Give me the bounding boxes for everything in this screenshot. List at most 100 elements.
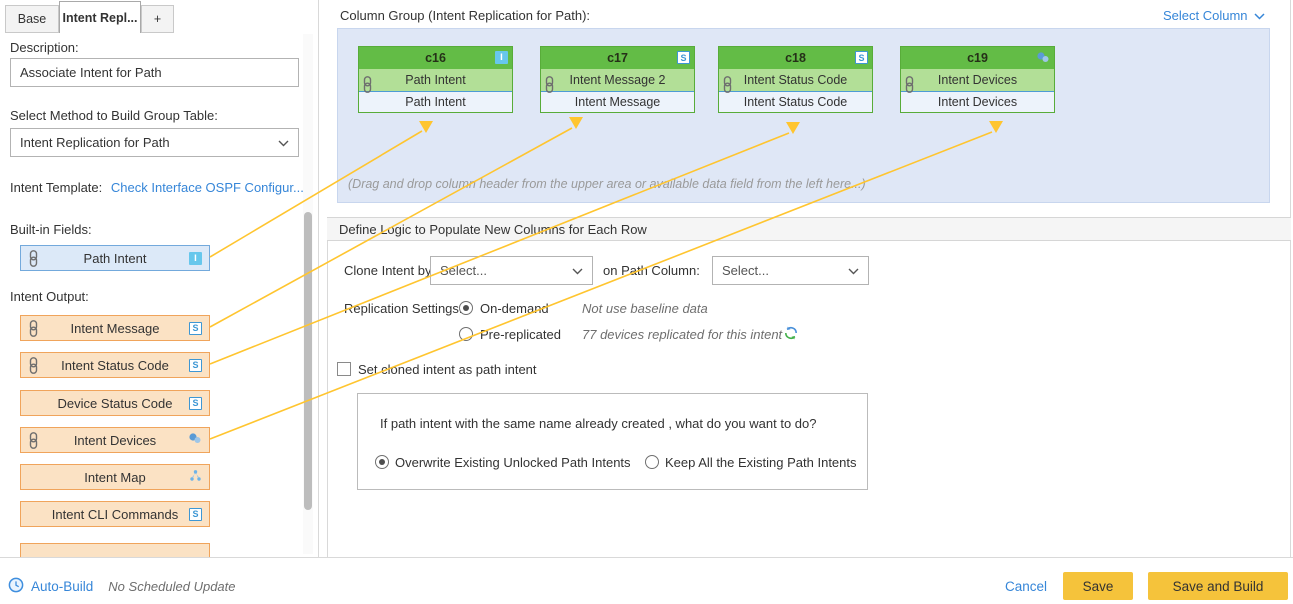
column-display-name: Intent Devices (901, 69, 1054, 91)
column-id: c19 (967, 51, 988, 65)
field-item-intent-status-code[interactable]: Intent Status Code S (20, 352, 210, 378)
chain-link-icon (722, 76, 733, 96)
chevron-down-icon (848, 263, 859, 278)
pre-replicated-note: 77 devices replicated for this intent (582, 327, 783, 342)
column-display-name: Intent Message 2 (541, 69, 694, 91)
pre-replicated-label: Pre-replicated (480, 327, 561, 342)
chevron-down-icon (1254, 8, 1265, 23)
field-item-device-status-code[interactable]: Device Status Code S (20, 390, 210, 416)
column-id: c17 (607, 51, 628, 65)
field-item-label: Device Status Code (57, 395, 173, 411)
column-field-name: Intent Devices (901, 91, 1054, 112)
chain-link-icon (28, 432, 39, 452)
devices-icon (1035, 51, 1050, 67)
column-group-title: Column Group (Intent Replication for Pat… (340, 8, 591, 23)
intent-template-row: Intent Template: Check Interface OSPF Co… (10, 180, 304, 195)
chain-link-icon (904, 76, 915, 96)
pre-replicated-radio[interactable] (459, 327, 473, 341)
method-label: Select Method to Build Group Table: (10, 108, 218, 123)
column-card-c17[interactable]: c17 S Intent Message 2 Intent Message (540, 46, 695, 113)
string-type-badge: S (189, 396, 202, 410)
chain-link-icon (544, 76, 555, 96)
string-type-badge: S (855, 51, 868, 64)
auto-build-link[interactable]: Auto-Build (31, 578, 94, 594)
logic-section-header: Define Logic to Populate New Columns for… (327, 217, 1291, 241)
drop-area-hint: (Drag and drop column header from the up… (348, 177, 866, 191)
right-panel-border (1290, 0, 1291, 557)
keep-existing-label: Keep All the Existing Path Intents (665, 455, 857, 470)
description-label: Description: (10, 40, 79, 55)
devices-icon (187, 432, 202, 448)
column-id: c16 (425, 51, 446, 65)
intent-type-badge: I (189, 251, 202, 265)
intent-template-link[interactable]: Check Interface OSPF Configur... (110, 180, 304, 195)
column-card-c19[interactable]: c19 Intent Devices Intent Devices (900, 46, 1055, 113)
overwrite-label: Overwrite Existing Unlocked Path Intents (395, 455, 631, 470)
select-column-label: Select Column (1163, 8, 1248, 23)
set-cloned-intent-checkbox[interactable] (337, 362, 351, 376)
field-item-partial[interactable] (20, 543, 210, 557)
field-item-label: Intent Message (70, 320, 160, 336)
clock-icon (8, 577, 24, 596)
string-type-badge: S (189, 507, 202, 521)
column-display-name: Intent Status Code (719, 69, 872, 91)
clone-intent-by-label: Clone Intent by (344, 263, 432, 278)
field-item-intent-cli-commands[interactable]: Intent CLI Commands S (20, 501, 210, 527)
map-icon (189, 469, 202, 485)
field-item-label: Intent Devices (73, 432, 157, 448)
on-path-column-label: on Path Column: (603, 263, 700, 278)
column-card-c16[interactable]: c16 I Path Intent Path Intent (358, 46, 513, 113)
path-column-value: Select... (722, 263, 769, 278)
intent-type-badge: I (495, 51, 508, 64)
field-item-intent-map[interactable]: Intent Map (20, 464, 210, 490)
string-type-badge: S (189, 321, 202, 335)
path-column-select[interactable]: Select... (712, 256, 869, 285)
field-item-label: Intent Status Code (61, 357, 169, 373)
field-item-intent-message[interactable]: Intent Message S (20, 315, 210, 341)
overwrite-radio[interactable] (375, 455, 389, 469)
refresh-icon[interactable] (783, 325, 799, 344)
auto-build-area: Auto-Build No Scheduled Update (8, 572, 236, 600)
method-select-value: Intent Replication for Path (20, 135, 170, 150)
left-panel-scrollbar-thumb[interactable] (304, 212, 312, 510)
logic-section-left-border (327, 241, 328, 557)
chevron-down-icon (278, 135, 289, 150)
field-item-label: Intent CLI Commands (51, 506, 179, 522)
set-cloned-intent-label: Set cloned intent as path intent (358, 362, 537, 377)
select-column-dropdown[interactable]: Select Column (1163, 8, 1265, 23)
column-card-c18[interactable]: c18 S Intent Status Code Intent Status C… (718, 46, 873, 113)
field-item-label: Intent Map (84, 469, 146, 485)
schedule-note: No Scheduled Update (108, 578, 236, 594)
field-item-intent-devices[interactable]: Intent Devices (20, 427, 210, 453)
footer-divider (0, 557, 1293, 558)
tab-intent-replication[interactable]: Intent Repl... (59, 1, 141, 33)
builtin-fields-label: Built-in Fields: (10, 222, 92, 237)
on-demand-label: On-demand (480, 301, 549, 316)
tab-base[interactable]: Base (5, 5, 59, 33)
on-demand-note: Not use baseline data (582, 301, 708, 316)
method-select[interactable]: Intent Replication for Path (10, 128, 299, 157)
column-field-name: Intent Message (541, 91, 694, 112)
description-input[interactable] (10, 58, 299, 87)
save-button[interactable]: Save (1063, 572, 1133, 600)
on-demand-radio[interactable] (459, 301, 473, 315)
column-field-name: Path Intent (359, 91, 512, 112)
string-type-badge: S (677, 51, 690, 64)
save-and-build-button[interactable]: Save and Build (1148, 572, 1288, 600)
logic-section-title: Define Logic to Populate New Columns for… (339, 221, 647, 237)
clone-intent-by-value: Select... (440, 263, 487, 278)
keep-existing-radio[interactable] (645, 455, 659, 469)
column-field-name: Intent Status Code (719, 91, 872, 112)
field-item-label: Path Intent (83, 250, 147, 266)
chevron-down-icon (572, 263, 583, 278)
column-display-name: Path Intent (359, 69, 512, 91)
intent-output-label: Intent Output: (10, 289, 89, 304)
chain-link-icon (28, 250, 39, 270)
cancel-button[interactable]: Cancel (1005, 579, 1048, 594)
clone-intent-by-select[interactable]: Select... (430, 256, 593, 285)
chain-link-icon (28, 357, 39, 377)
field-item-path-intent[interactable]: Path Intent I (20, 245, 210, 271)
conflict-question: If path intent with the same name alread… (380, 416, 817, 431)
add-tab-button[interactable]: + (141, 5, 174, 33)
